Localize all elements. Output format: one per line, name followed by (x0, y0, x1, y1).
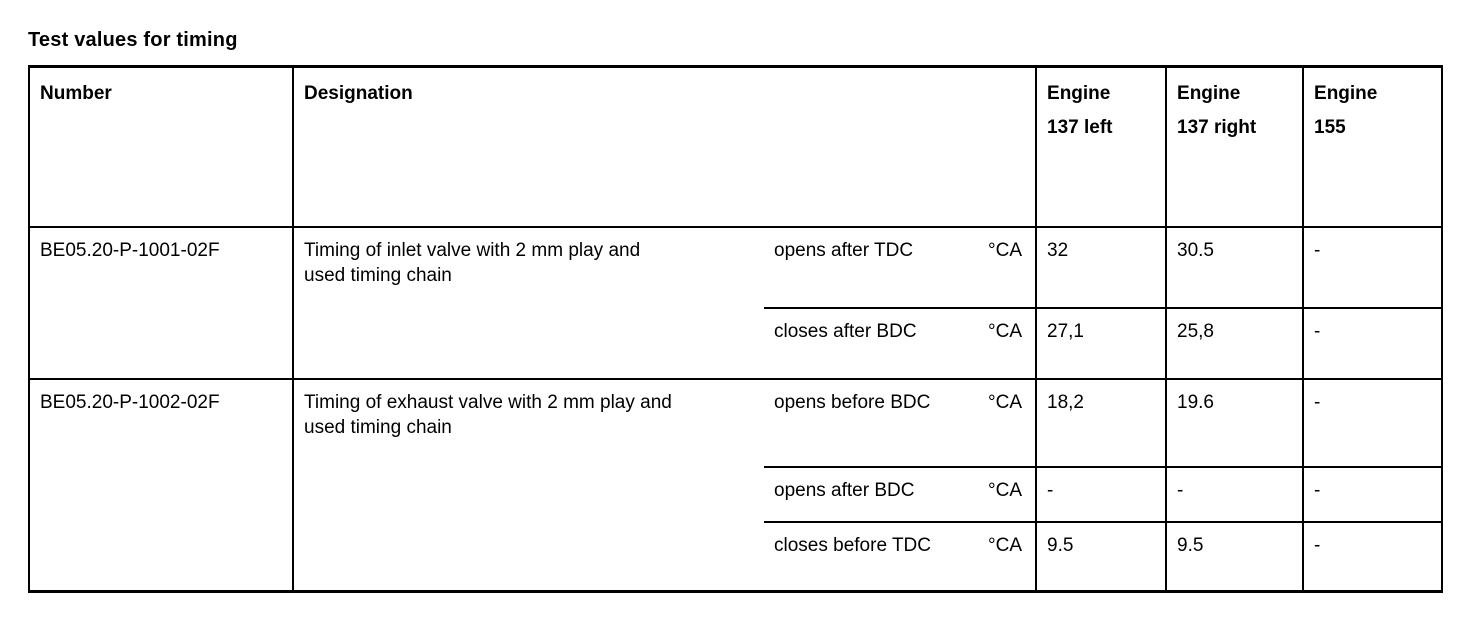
cell-condition: closes before TDC °CA (764, 520, 1038, 593)
cell-condition: opens before BDC °CA (764, 377, 1038, 468)
cell-value-engine-137-left: 18,2 (1035, 377, 1168, 468)
engine-header-line: 137 left (1047, 117, 1113, 138)
condition-label: closes after BDC (774, 320, 917, 342)
unit-label: °CA (988, 479, 1023, 501)
condition-label: opens before BDC (774, 391, 931, 413)
unit-label: °CA (988, 320, 1023, 342)
table-row: closes before TDC °CA 9.5 9.5 - (29, 520, 1444, 593)
table-row: opens after BDC °CA - - - (29, 465, 1444, 523)
condition-label: closes before TDC (774, 534, 931, 556)
designation-line: used timing chain (304, 264, 452, 286)
engine-header-line: 137 right (1177, 117, 1257, 138)
cell-value-engine-155: - (1302, 465, 1444, 523)
cell-number: BE05.20-P-1002-02F (28, 377, 294, 593)
engine-header-line: 155 (1314, 117, 1346, 138)
column-header-engine-155: Engine 155 (1302, 65, 1444, 228)
cell-value-engine-137-right: 25,8 (1165, 306, 1305, 380)
cell-value-engine-137-right: 30.5 (1165, 225, 1305, 309)
engine-header-line: Engine (1314, 83, 1378, 104)
condition-label: opens after TDC (774, 239, 914, 261)
cell-designation: Timing of inlet valve with 2 mm play and… (292, 225, 764, 380)
designation-line: used timing chain (304, 416, 452, 438)
unit-label: °CA (988, 534, 1023, 556)
cell-value-engine-155: - (1302, 306, 1444, 380)
table-header-row: Number Designation Engine 137 left Engin… (28, 65, 1444, 228)
table-row: BE05.20-P-1002-02F Timing of exhaust val… (28, 377, 1444, 593)
engine-header-line: Engine (1047, 83, 1111, 104)
cell-value-engine-137-left: - (1035, 465, 1168, 523)
cell-value-engine-137-right: 19.6 (1165, 377, 1305, 468)
column-header-designation: Designation (291, 65, 1038, 228)
table-row: closes after BDC °CA 27,1 25,8 - (29, 306, 1444, 380)
timing-values-table: Number Designation Engine 137 left Engin… (28, 65, 1444, 593)
column-header-number: Number (28, 65, 294, 228)
page-title: Test values for timing (28, 29, 238, 51)
column-header-engine-137-right: Engine 137 right (1165, 65, 1305, 228)
cell-value-engine-155: - (1302, 520, 1444, 593)
cell-value-engine-137-right: - (1165, 465, 1305, 523)
unit-label: °CA (988, 239, 1023, 261)
column-header-engine-137-left: Engine 137 left (1035, 65, 1168, 228)
cell-value-engine-155: - (1302, 225, 1444, 309)
cell-value-engine-137-left: 27,1 (1035, 306, 1168, 380)
cell-designation: Timing of exhaust valve with 2 mm play a… (292, 377, 764, 593)
table-row: BE05.20-P-1001-02F Timing of inlet valve… (28, 225, 1444, 380)
cell-value-engine-137-left: 32 (1035, 225, 1168, 309)
cell-value-engine-137-left: 9.5 (1035, 520, 1168, 593)
engine-header-line: Engine (1177, 83, 1241, 104)
designation-line: Timing of inlet valve with 2 mm play and (304, 239, 641, 261)
cell-condition: opens after BDC °CA (764, 465, 1038, 523)
unit-label: °CA (988, 391, 1023, 413)
designation-line: Timing of exhaust valve with 2 mm play a… (304, 391, 672, 413)
cell-number: BE05.20-P-1001-02F (28, 225, 294, 380)
cell-condition: opens after TDC °CA (764, 225, 1038, 309)
condition-label: opens after BDC (774, 479, 915, 501)
cell-condition: closes after BDC °CA (764, 306, 1038, 380)
cell-value-engine-137-right: 9.5 (1165, 520, 1305, 593)
cell-value-engine-155: - (1302, 377, 1444, 468)
